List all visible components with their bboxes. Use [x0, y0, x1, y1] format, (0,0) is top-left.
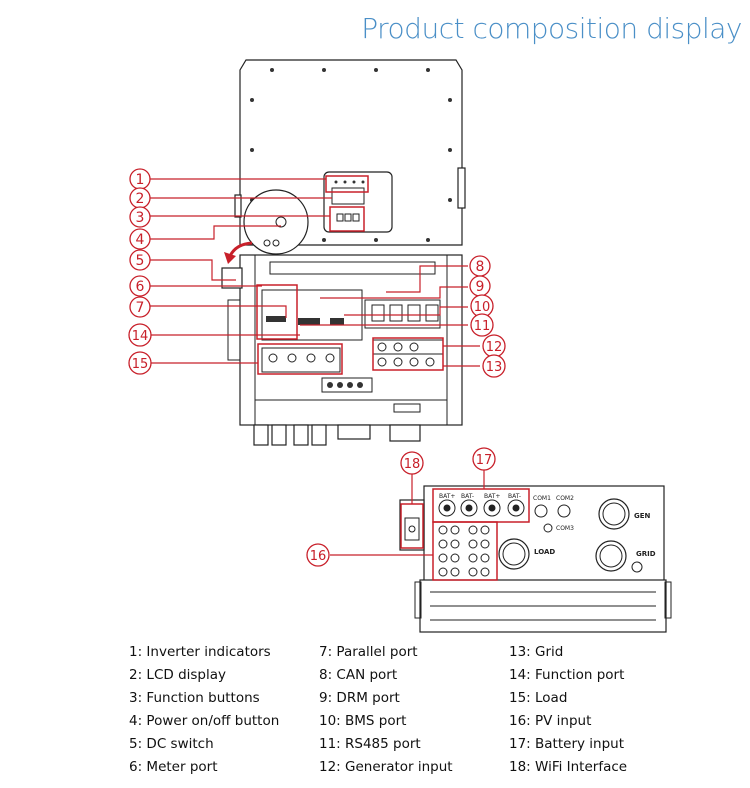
svg-text:4: 4 [136, 232, 145, 248]
legend-item: 14: Function port [509, 667, 625, 683]
svg-text:3: 3 [136, 210, 145, 226]
legend-item: 3: Function buttons [129, 690, 260, 706]
bat-plus-label-1: BAT+ [439, 493, 455, 500]
legend-item: 7: Parallel port [319, 644, 418, 660]
callout-17: 17 [472, 447, 496, 471]
legend-item: 4: Power on/off button [129, 713, 280, 729]
com2-label: COM2 [556, 495, 574, 502]
callout-5: 5 [129, 249, 151, 271]
detail-unit: BAT+ BAT- BAT+ BAT- COM1 COM2 COM3 GEN L… [399, 485, 672, 633]
legend-item: 15: Load [509, 690, 568, 706]
callout-18: 18 [400, 451, 424, 475]
svg-text:9: 9 [476, 279, 485, 295]
callout-4: 4 [129, 228, 151, 250]
legend-item: 1: Inverter indicators [129, 644, 271, 660]
svg-text:11: 11 [474, 319, 491, 334]
com1-label: COM1 [533, 495, 551, 502]
legend-item: 17: Battery input [509, 736, 625, 752]
legend-column-3: 13: Grid 14: Function port 15: Load 16: … [509, 641, 627, 779]
svg-text:16: 16 [310, 549, 327, 564]
svg-text:18: 18 [404, 457, 421, 472]
svg-text:5: 5 [136, 253, 145, 269]
svg-text:7: 7 [136, 300, 145, 316]
legend-item: 6: Meter port [129, 759, 218, 775]
bat-plus-label-2: BAT+ [484, 493, 500, 500]
callout-11: 11 [470, 313, 494, 337]
legend-item: 2: LCD display [129, 667, 226, 683]
legend-item: 12: Generator input [319, 759, 453, 775]
callout-8: 8 [469, 255, 491, 277]
grid-label: GRID [636, 550, 656, 558]
legend-item: 13: Grid [509, 644, 564, 660]
callout-boxes [256, 175, 530, 581]
legend-item: 9: DRM port [319, 690, 400, 706]
legend-column-2: 7: Parallel port 8: CAN port 9: DRM port… [319, 641, 453, 779]
inverter-diagram: BAT+ BAT- BAT+ BAT- COM1 COM2 COM3 GEN L… [128, 59, 672, 633]
callout-7: 7 [129, 296, 151, 318]
legend-item: 11: RS485 port [319, 736, 421, 752]
com3-label: COM3 [556, 525, 574, 532]
callout-3: 3 [129, 206, 151, 228]
legend-item: 10: BMS port [319, 713, 407, 729]
leader-lines [150, 178, 485, 556]
legend-item: 18: WiFi Interface [509, 759, 628, 775]
bat-minus-label-1: BAT- [461, 493, 474, 500]
svg-text:13: 13 [486, 360, 503, 375]
svg-text:12: 12 [486, 340, 503, 355]
callouts: 1 2 3 4 5 6 7 8 9 10 11 12 13 14 15 16 1… [128, 168, 506, 567]
inverter-body [234, 59, 466, 255]
legend-column-1: 1: Inverter indicators 2: LCD display 3:… [129, 641, 279, 779]
inverter-wiring-bay [221, 254, 463, 446]
legend-item: 8: CAN port [319, 667, 398, 683]
callout-13: 13 [482, 354, 506, 378]
callout-14: 14 [128, 323, 152, 347]
page-title: Product composition display [361, 12, 742, 45]
callout-6: 6 [129, 275, 151, 297]
svg-text:2: 2 [136, 191, 145, 207]
svg-text:8: 8 [476, 259, 485, 275]
callout-12: 12 [482, 334, 506, 358]
callout-15: 15 [128, 351, 152, 375]
callout-1: 1 [129, 168, 151, 190]
callout-9: 9 [469, 275, 491, 297]
legend-item: 5: DC switch [129, 736, 214, 752]
gen-label: GEN [634, 512, 651, 520]
svg-text:14: 14 [132, 329, 149, 344]
svg-text:1: 1 [136, 172, 145, 188]
load-label: LOAD [534, 548, 555, 556]
svg-text:6: 6 [136, 279, 145, 295]
svg-text:15: 15 [132, 357, 149, 372]
callout-2: 2 [129, 187, 151, 209]
svg-text:10: 10 [474, 300, 491, 315]
callout-16: 16 [306, 543, 330, 567]
legend-item: 16: PV input [509, 713, 592, 729]
bat-minus-label-2: BAT- [508, 493, 521, 500]
svg-text:17: 17 [476, 453, 493, 468]
